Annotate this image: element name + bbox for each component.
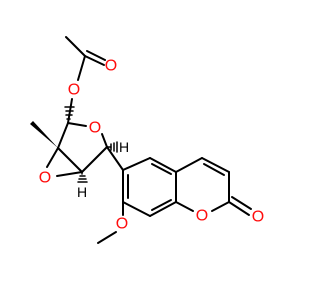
bond-ar-ef [122,201,151,217]
bond-acetyl-carbonyl-2 [86,50,106,61]
bond-py-o-d [175,201,194,212]
bond-ar-bc [149,157,177,173]
bond-py-i-o [211,201,230,212]
atom-h-epoxide: H [77,184,87,200]
bond-c2-c3 [57,147,83,173]
bond-py-cg [175,157,203,173]
bond-methoxy-o-ch3 [97,231,117,244]
atom-o-ester: O [68,82,80,99]
bond-acetyl-carbonyl-1 [84,55,105,66]
bond-ar-ab [122,157,151,171]
wedge-c2-methyl [30,121,58,148]
bond-acetyl-to-ester-o [77,55,86,81]
bond-ar-bc-inner [151,163,172,175]
molecule-svg: O O O O H H O O O [30,36,264,244]
bond-ar-de [149,201,177,217]
bond-c4-to-aryl [106,146,124,171]
bond-c2-epoxide-o [46,147,59,168]
bond-c3-c4 [81,146,108,173]
bond-c1-ring-o [67,122,87,127]
chemical-structure-diagram: O O O O H H O O O [30,36,264,244]
bond-py-gh-inner [203,163,225,176]
atom-o-lactone-ring: O [196,208,208,225]
atom-o-lactone-carbonyl: O [252,209,264,226]
atom-o-methoxy: O [116,216,128,233]
bond-ring-o-c4 [101,133,108,148]
atom-o-epoxide: O [39,170,51,187]
bond-acetyl-methyl [65,36,86,57]
hash-c4-h [106,141,118,153]
atom-o-acetyl-carbonyl: O [105,58,117,75]
hash-c1-ester-o [64,106,75,120]
atom-o-ring-furanose: O [89,120,101,137]
bond-py-gh [201,157,230,173]
bond-lactone-co-2 [231,196,252,210]
bond-epoxide-o-c3 [56,171,83,177]
bond-c1-c2 [57,122,69,149]
bond-lactone-co-1 [228,201,250,216]
bond-ar-de-inner [151,199,172,211]
atom-h-ring: H [119,139,129,155]
hash-c3-h [77,171,88,183]
